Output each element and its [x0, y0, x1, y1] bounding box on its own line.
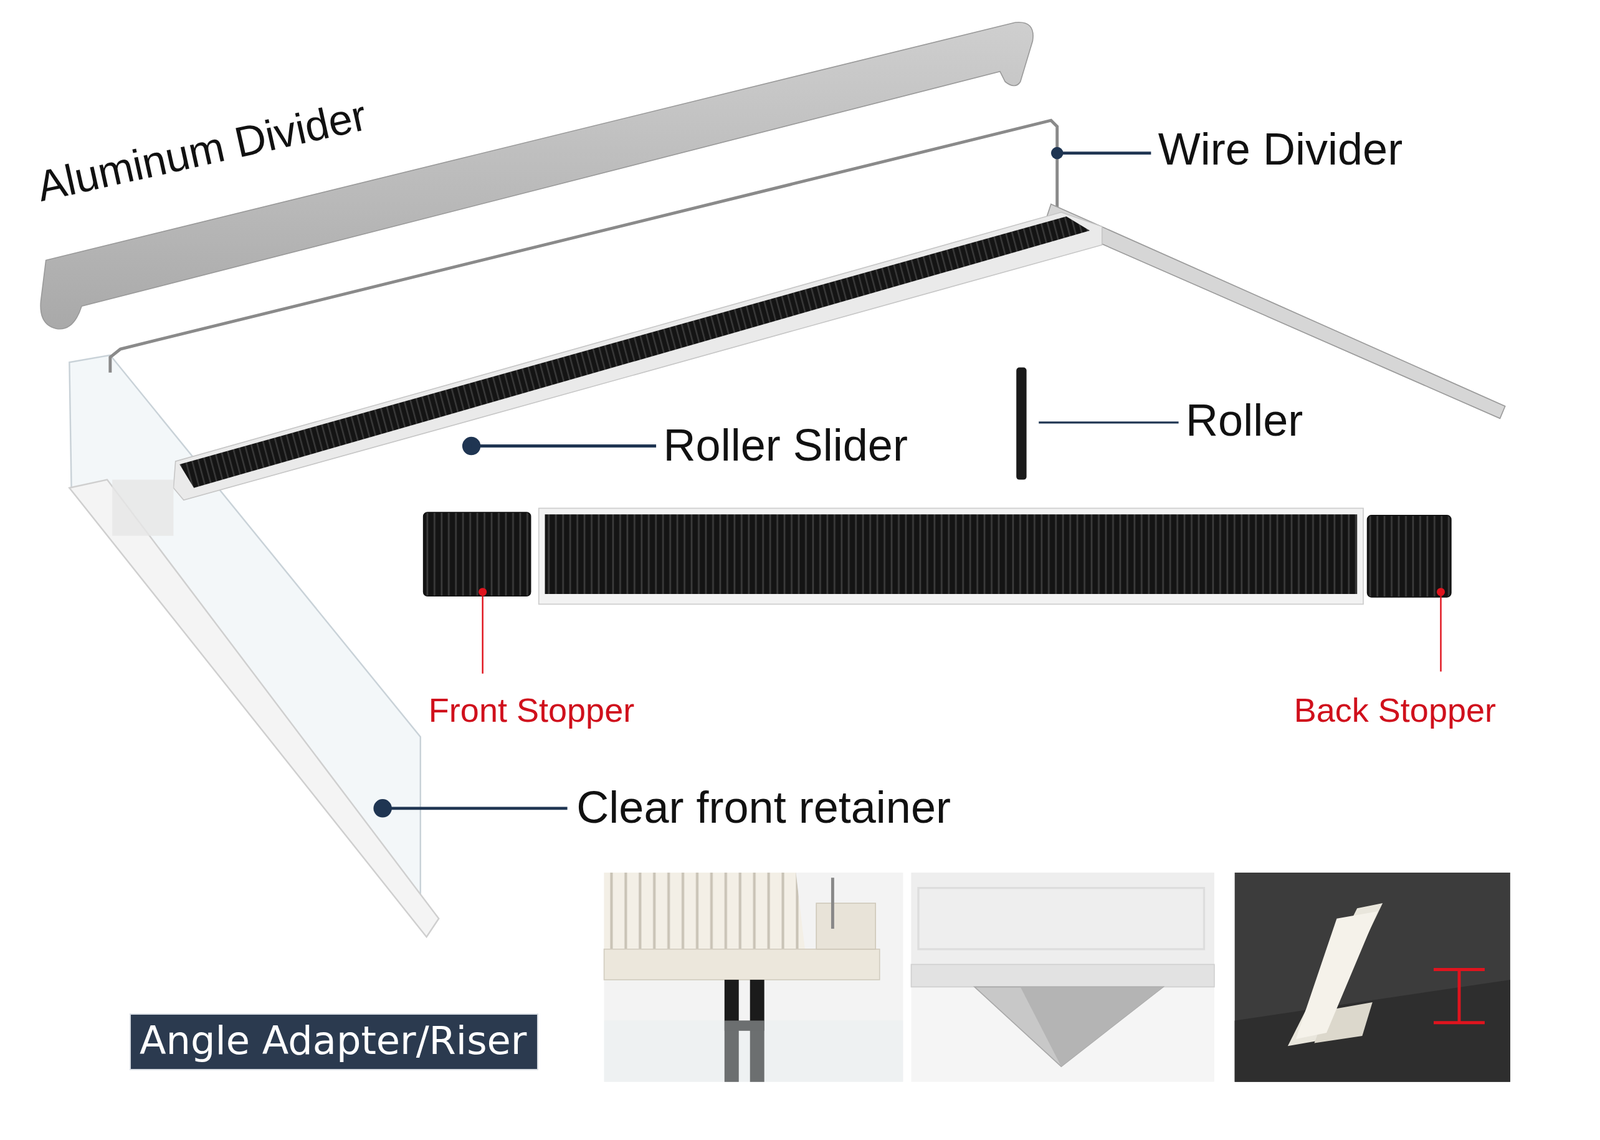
leader-line — [1439, 595, 1442, 672]
caption-text: Angle Adapter/Riser — [139, 1019, 529, 1062]
part-name: Roller Slider — [663, 420, 908, 470]
slider-frame — [173, 212, 1102, 501]
caption-box: Angle Adapter/Riser — [129, 1013, 539, 1070]
marker-dot — [1436, 587, 1445, 596]
roller — [1016, 366, 1027, 480]
photo — [911, 872, 1215, 1082]
roller-slider — [179, 216, 1090, 488]
photo — [1234, 872, 1511, 1082]
photo — [604, 872, 904, 1082]
leader-line — [481, 595, 483, 673]
leader-line — [1057, 151, 1152, 155]
front-stopper — [423, 512, 531, 596]
leader-line — [382, 806, 567, 810]
leader-line — [1038, 421, 1179, 424]
part-name: Front Stopper — [428, 691, 635, 729]
roller-bed — [545, 514, 1358, 594]
retainer-rail — [69, 479, 439, 938]
slider-frame — [538, 507, 1364, 604]
retainer-clip — [112, 479, 174, 536]
part-name: Back Stopper — [1294, 691, 1496, 729]
part-name: Roller — [1185, 395, 1303, 445]
part-name: Wire Divider — [1158, 124, 1403, 174]
marker-dot — [478, 587, 487, 596]
back-stopper — [1367, 515, 1452, 597]
leader-line — [471, 444, 657, 448]
wire-divider-base — [1046, 203, 1506, 419]
part-name: Clear front retainer — [576, 782, 951, 832]
